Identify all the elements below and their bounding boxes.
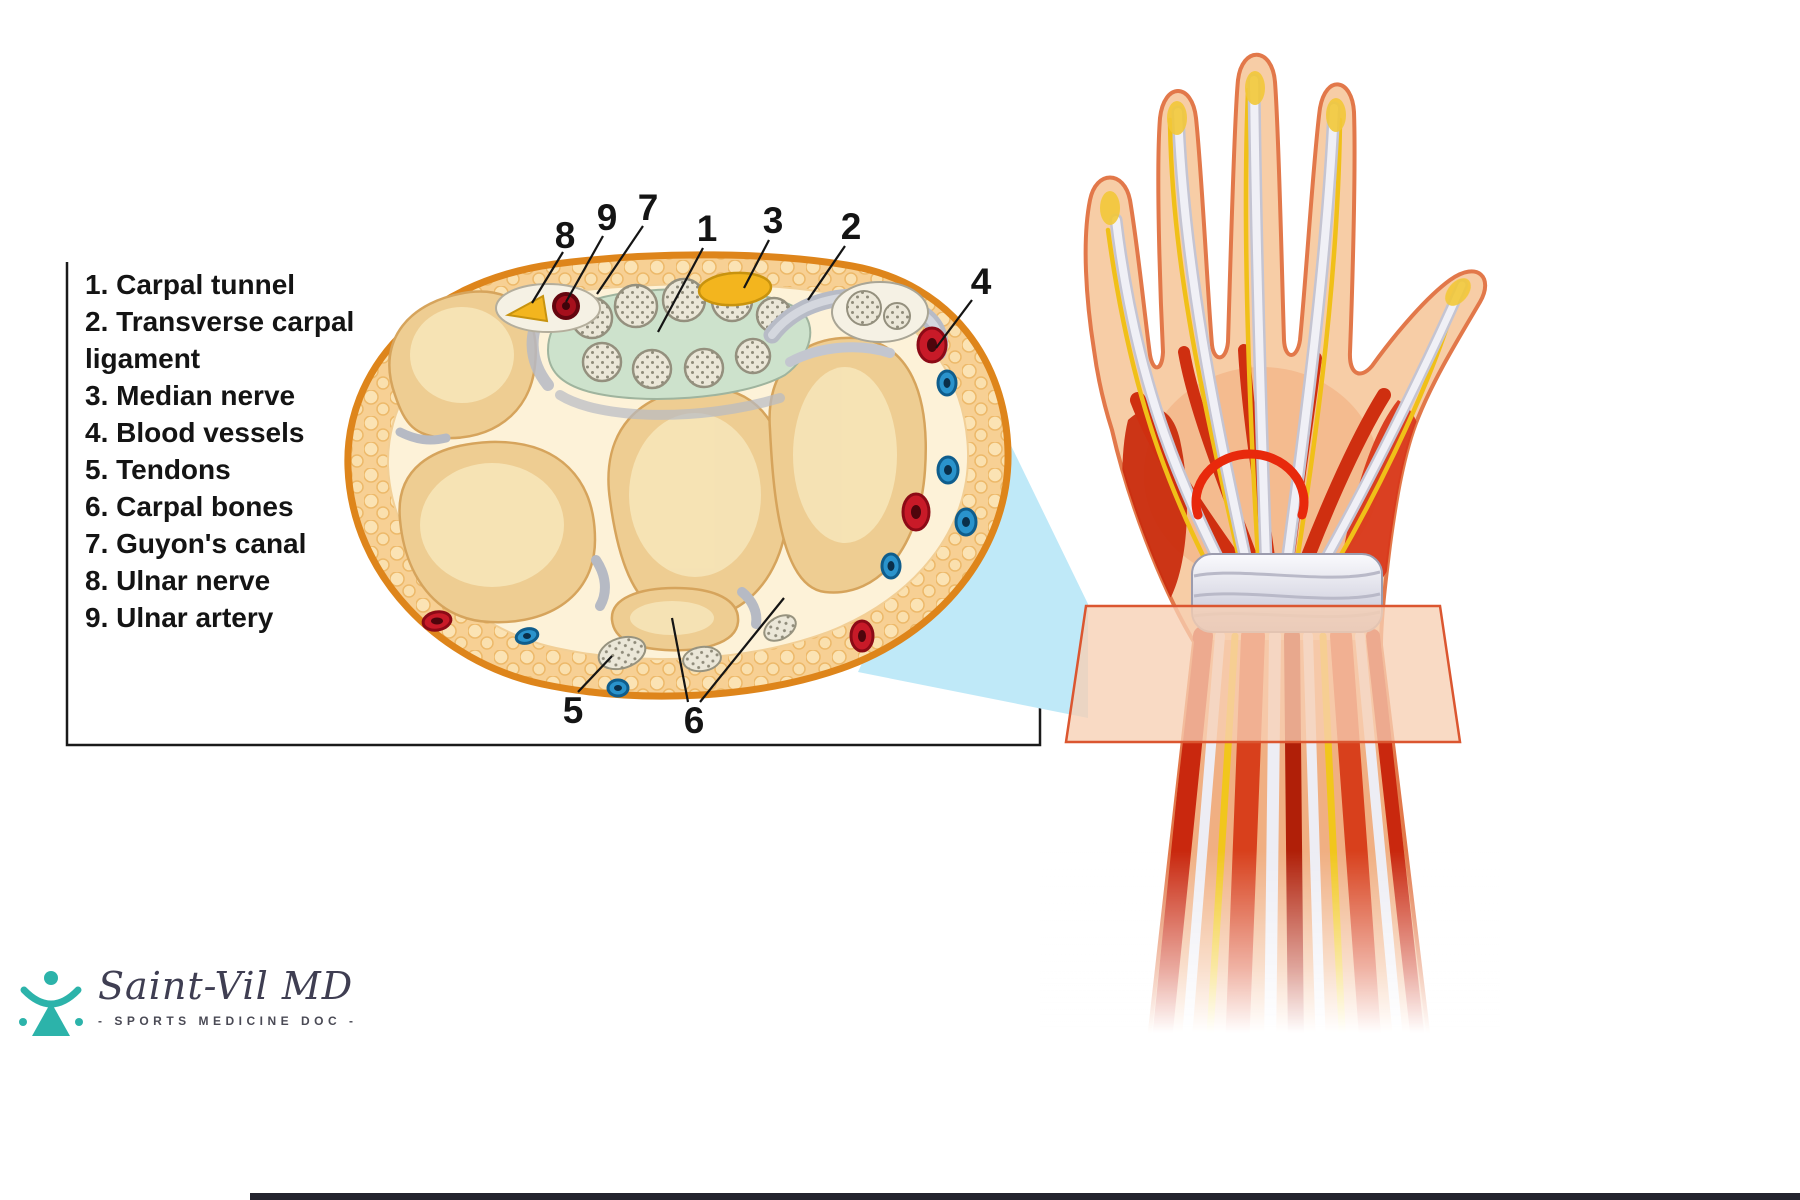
callout-line-8	[531, 251, 564, 304]
callout-numbers: 8 9 7 1 3 2 4 5 6	[555, 187, 992, 741]
legend-item-6: 6. Carpal bones	[85, 491, 294, 522]
ulnar-nerve	[504, 294, 549, 323]
logo-tagline: - Sports Medicine Doc -	[98, 1013, 358, 1028]
carpal-tunnel	[526, 277, 812, 420]
logo-text: Saint-Vil MD - Sports Medicine Doc -	[98, 964, 358, 1028]
callout-number-1: 1	[697, 208, 718, 249]
section-bracket	[65, 262, 1042, 747]
callout-line-7	[596, 225, 644, 295]
callout-lines	[531, 225, 973, 703]
bottom-border	[250, 1193, 1800, 1200]
callout-line-5	[577, 655, 613, 693]
callout-number-9: 9	[597, 197, 618, 238]
callout-line-6a	[670, 617, 690, 703]
callout-number-3: 3	[763, 200, 784, 241]
logo: Saint-Vil MD - Sports Medicine Doc -	[16, 964, 358, 1044]
bone-highlights	[410, 307, 897, 635]
bottom-tendons	[597, 614, 797, 673]
cross-section-plane	[1064, 604, 1462, 744]
legend: 1. Carpal tunnel 2. Transverse carpal li…	[85, 266, 359, 636]
flexor-tendons	[570, 277, 793, 390]
fingertip-nerve-endings	[1100, 71, 1471, 306]
logo-name: Saint-Vil MD	[98, 964, 354, 1008]
guyon-canal	[495, 283, 601, 333]
callout-line-4	[935, 299, 973, 349]
interosseous-fibers	[395, 427, 762, 629]
blood-vessels	[421, 326, 978, 698]
logo-icon	[19, 971, 83, 1036]
thenar-muscle	[1339, 400, 1423, 602]
legend-item-5: 5. Tendons	[85, 454, 231, 485]
palmar-arch-artery	[1191, 449, 1309, 520]
callout-number-8: 8	[555, 215, 576, 256]
forearm-fade	[1040, 850, 1500, 1065]
callout-line-9	[565, 235, 604, 303]
callout-number-2: 2	[841, 206, 862, 247]
legend-item-7: 7. Guyon's canal	[85, 528, 307, 559]
legend-item-4: 4. Blood vessels	[85, 417, 305, 448]
median-nerve	[697, 271, 773, 307]
callout-number-6: 6	[684, 700, 705, 741]
legend-item-3: 3. Median nerve	[85, 380, 296, 411]
legend-item-1: 1. Carpal tunnel	[85, 269, 296, 300]
callout-line-2	[807, 245, 846, 301]
hand-illustration	[1040, 52, 1500, 1065]
callout-number-4: 4	[971, 261, 992, 302]
legend-item-9: 9. Ulnar artery	[85, 602, 274, 633]
callout-line-6b	[699, 597, 785, 703]
cross-section-illustration: 8 9 7 1 3 2 4 5 6	[344, 187, 1012, 741]
callout-line-3	[743, 239, 770, 289]
extensor-tendon-capsule	[831, 281, 929, 343]
callout-number-7: 7	[638, 187, 659, 228]
legend-item-2: 2. Transverse carpal ligament	[85, 306, 355, 374]
callout-number-5: 5	[563, 690, 584, 731]
callout-line-1	[657, 247, 704, 333]
legend-item-8: 8. Ulnar nerve	[85, 565, 271, 596]
